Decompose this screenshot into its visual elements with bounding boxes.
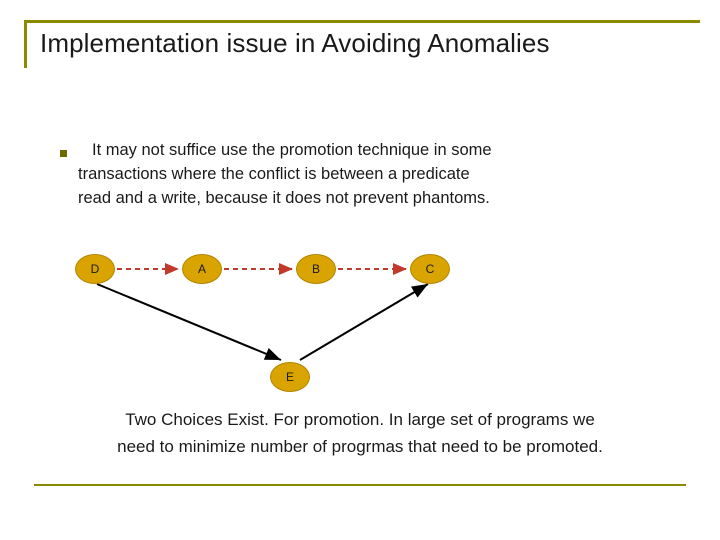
bullet-line-3: read and a write, because it does not pr…	[78, 189, 490, 207]
graph-node-c[interactable]: C	[410, 254, 450, 284]
title-rule-left	[24, 20, 27, 68]
bullet-line-1: It may not suffice use the promotion tec…	[92, 141, 492, 159]
graph-node-a[interactable]: A	[182, 254, 222, 284]
edge-e-c	[299, 283, 429, 361]
graph-node-b[interactable]: B	[296, 254, 336, 284]
graph-edges	[96, 263, 429, 361]
graph-node-e[interactable]: E	[270, 362, 310, 392]
bullet-text: It may not suffice use the promotion tec…	[78, 138, 678, 210]
page-title: Implementation issue in Avoiding Anomali…	[40, 28, 550, 58]
footer-text: Two Choices Exist. For promotion. In lar…	[10, 406, 710, 460]
title-rule-top	[24, 20, 700, 23]
bottom-rule	[34, 484, 686, 486]
bullet-line-2: transactions where the conflict is betwe…	[78, 165, 470, 183]
footer-line-1: Two Choices Exist. For promotion. In lar…	[125, 410, 595, 429]
graph-node-d[interactable]: D	[75, 254, 115, 284]
graph-diagram: D A B C E	[0, 236, 720, 406]
edge-d-e	[96, 283, 282, 361]
square-bullet-icon	[60, 150, 67, 157]
footer-line-2: need to minimize number of progrmas that…	[117, 437, 603, 456]
